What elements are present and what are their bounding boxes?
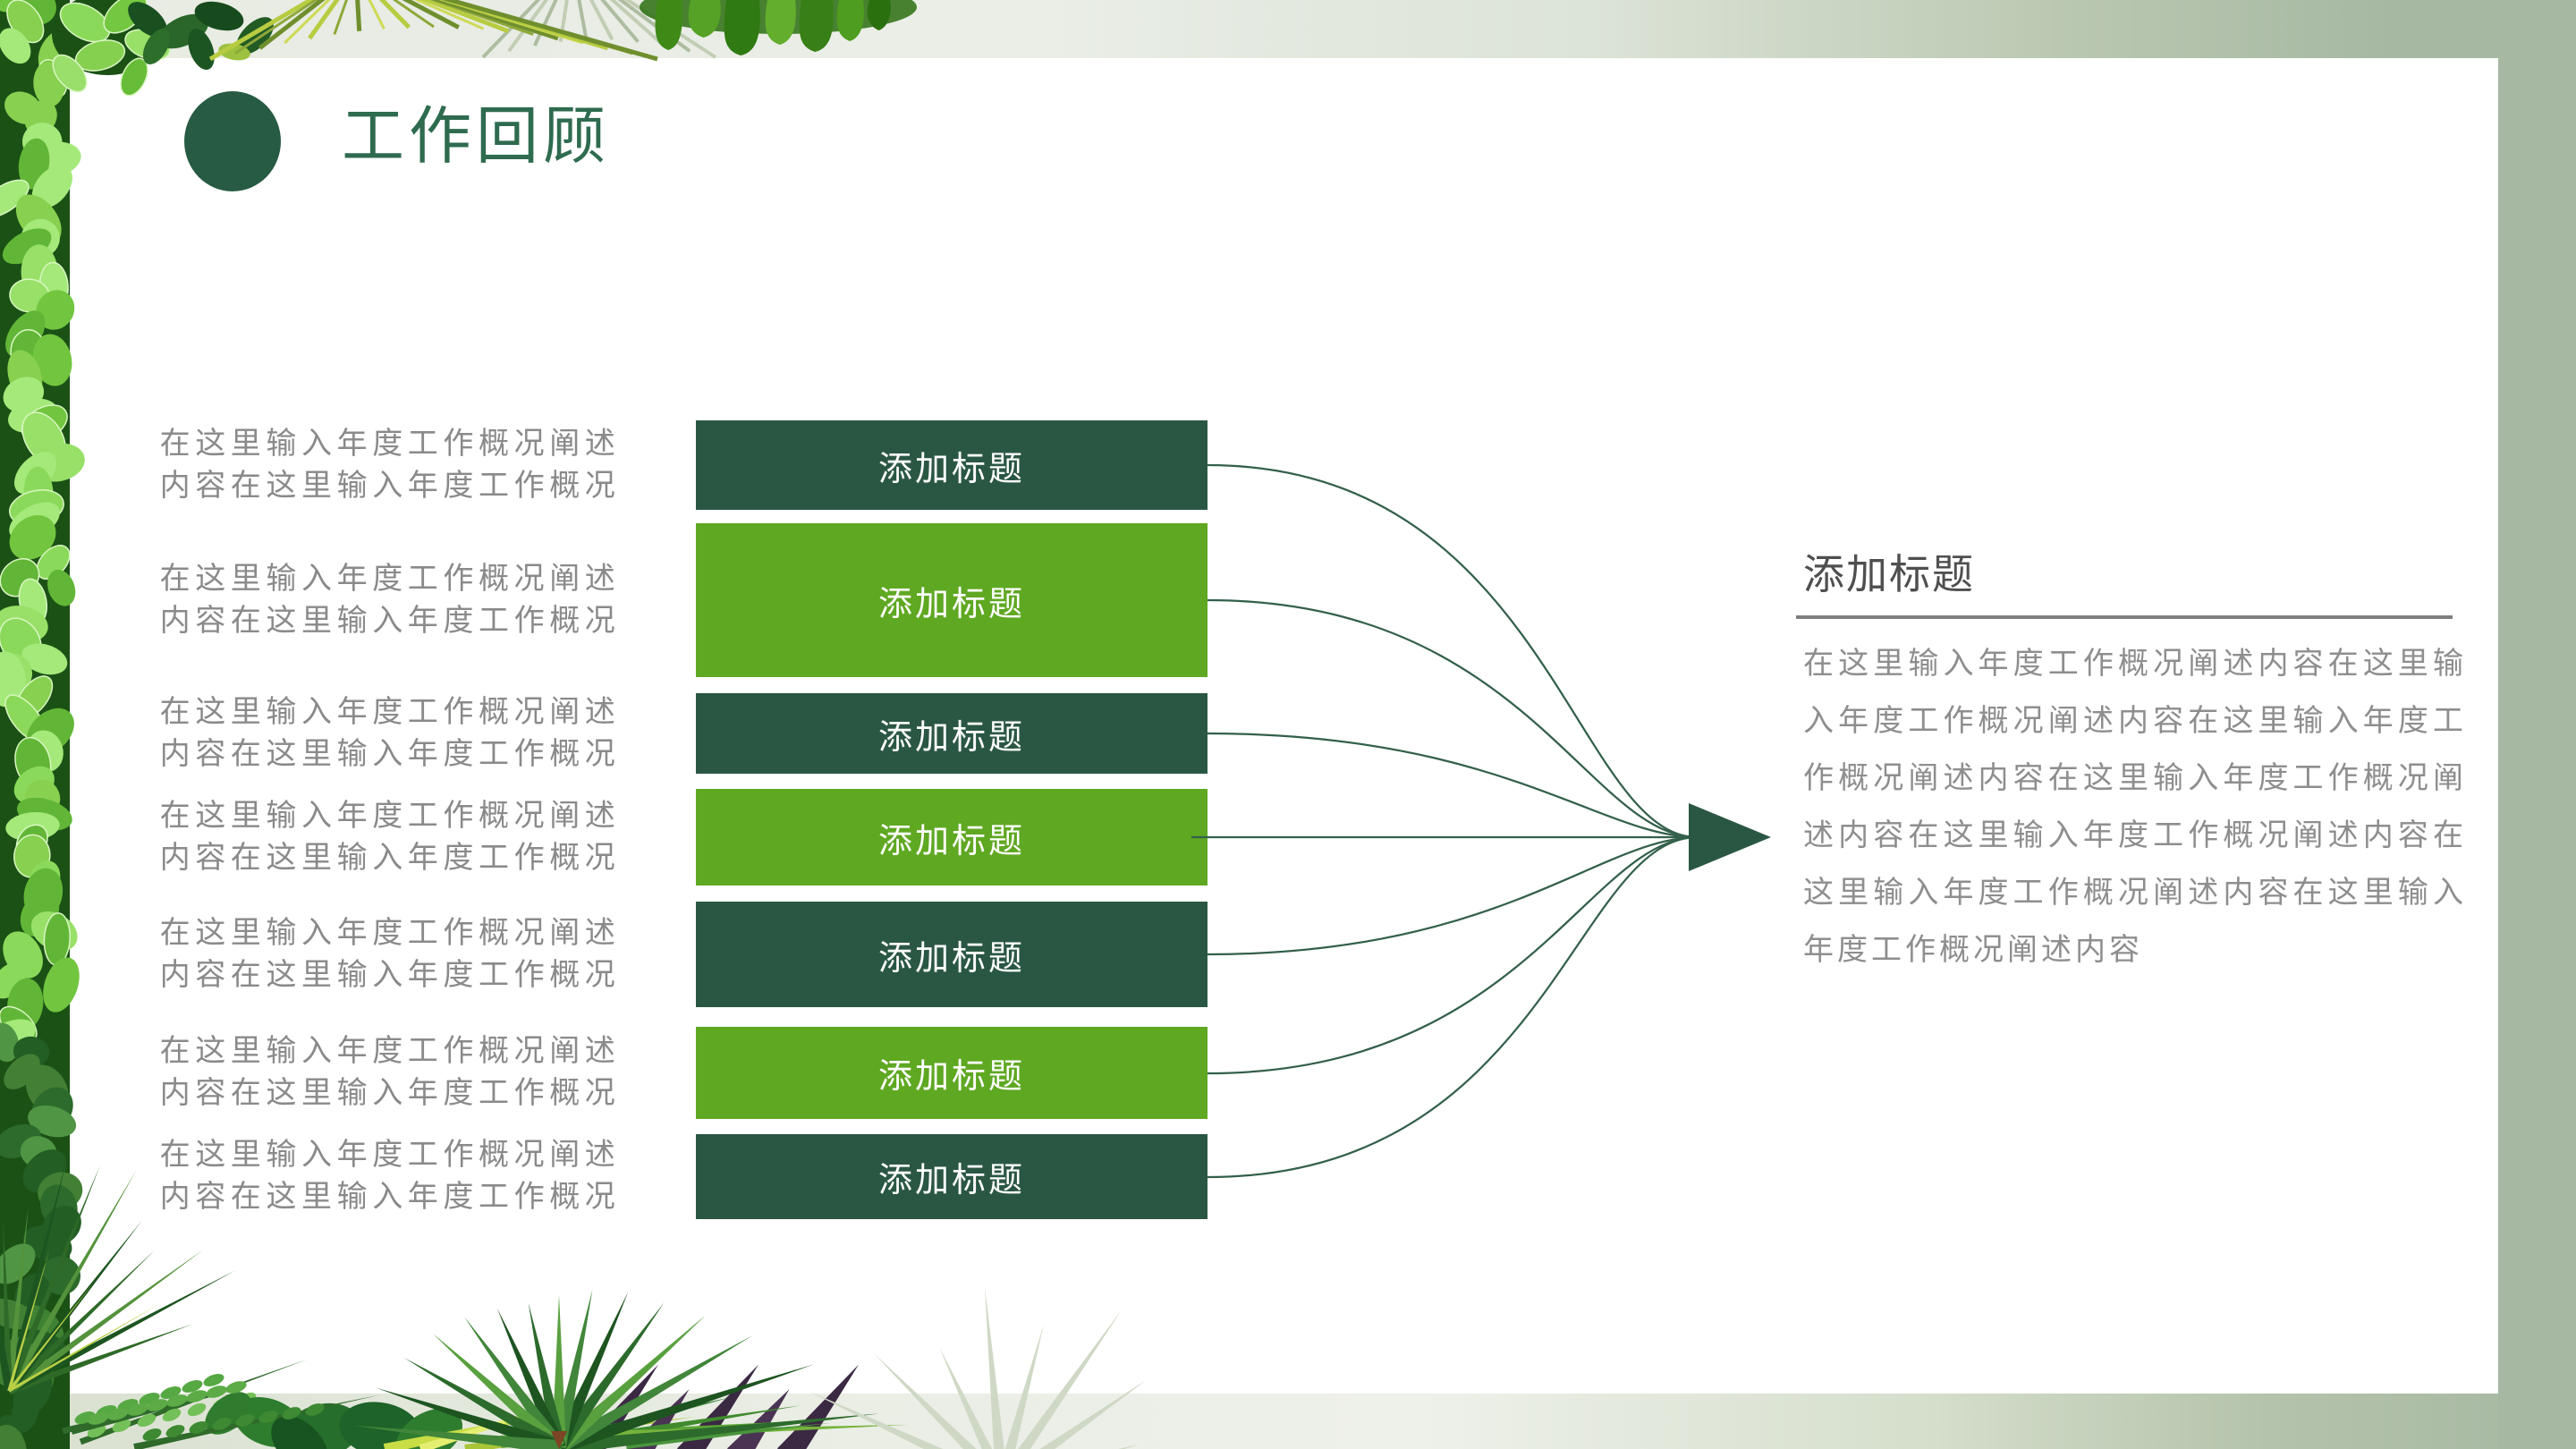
left-description-6: 在这里输入年度工作概况阐述内容在这里输入年度工作概况 bbox=[159, 1034, 621, 1110]
right-panel-heading: 添加标题 bbox=[1803, 551, 1975, 597]
bar-add-title-6: 添加标题 bbox=[696, 1027, 1208, 1119]
right-panel-body: 在这里输入年度工作概况阐述内容在这里输入年度工作概况阐述内容在这里输入年度工作概… bbox=[1803, 647, 2467, 967]
bar-label: 添加标题 bbox=[877, 1162, 1025, 1199]
right-panel-divider bbox=[1796, 615, 2453, 619]
left-description-7: 在这里输入年度工作概况阐述内容在这里输入年度工作概况 bbox=[159, 1138, 621, 1214]
left-description-3: 在这里输入年度工作概况阐述内容在这里输入年度工作概况 bbox=[159, 695, 621, 771]
bar-add-title-5: 添加标题 bbox=[696, 902, 1208, 1007]
bar-label: 添加标题 bbox=[877, 822, 1025, 860]
bar-add-title-1: 添加标题 bbox=[696, 420, 1208, 510]
title-bullet-circle bbox=[184, 91, 281, 191]
right-border-band bbox=[2498, 0, 2576, 1449]
bottom-border-band bbox=[0, 1394, 2576, 1449]
top-border-band bbox=[0, 0, 2576, 58]
bar-add-title-4: 添加标题 bbox=[696, 789, 1208, 886]
left-border-band bbox=[0, 0, 70, 1449]
left-description-2: 在这里输入年度工作概况阐述内容在这里输入年度工作概况 bbox=[159, 562, 621, 638]
bar-label: 添加标题 bbox=[877, 1058, 1025, 1096]
bar-add-title-7: 添加标题 bbox=[696, 1134, 1208, 1219]
bar-label: 添加标题 bbox=[877, 939, 1025, 978]
bar-label: 添加标题 bbox=[877, 450, 1025, 488]
left-description-5: 在这里输入年度工作概况阐述内容在这里输入年度工作概况 bbox=[159, 916, 621, 992]
page-title: 工作回顾 bbox=[342, 101, 610, 171]
left-description-4: 在这里输入年度工作概况阐述内容在这里输入年度工作概况 bbox=[159, 799, 621, 875]
bar-add-title-2: 添加标题 bbox=[696, 523, 1208, 677]
left-description-1: 在这里输入年度工作概况阐述内容在这里输入年度工作概况 bbox=[159, 427, 621, 503]
bar-label: 添加标题 bbox=[877, 585, 1025, 623]
bar-add-title-3: 添加标题 bbox=[696, 693, 1208, 774]
bar-label: 添加标题 bbox=[877, 718, 1025, 757]
